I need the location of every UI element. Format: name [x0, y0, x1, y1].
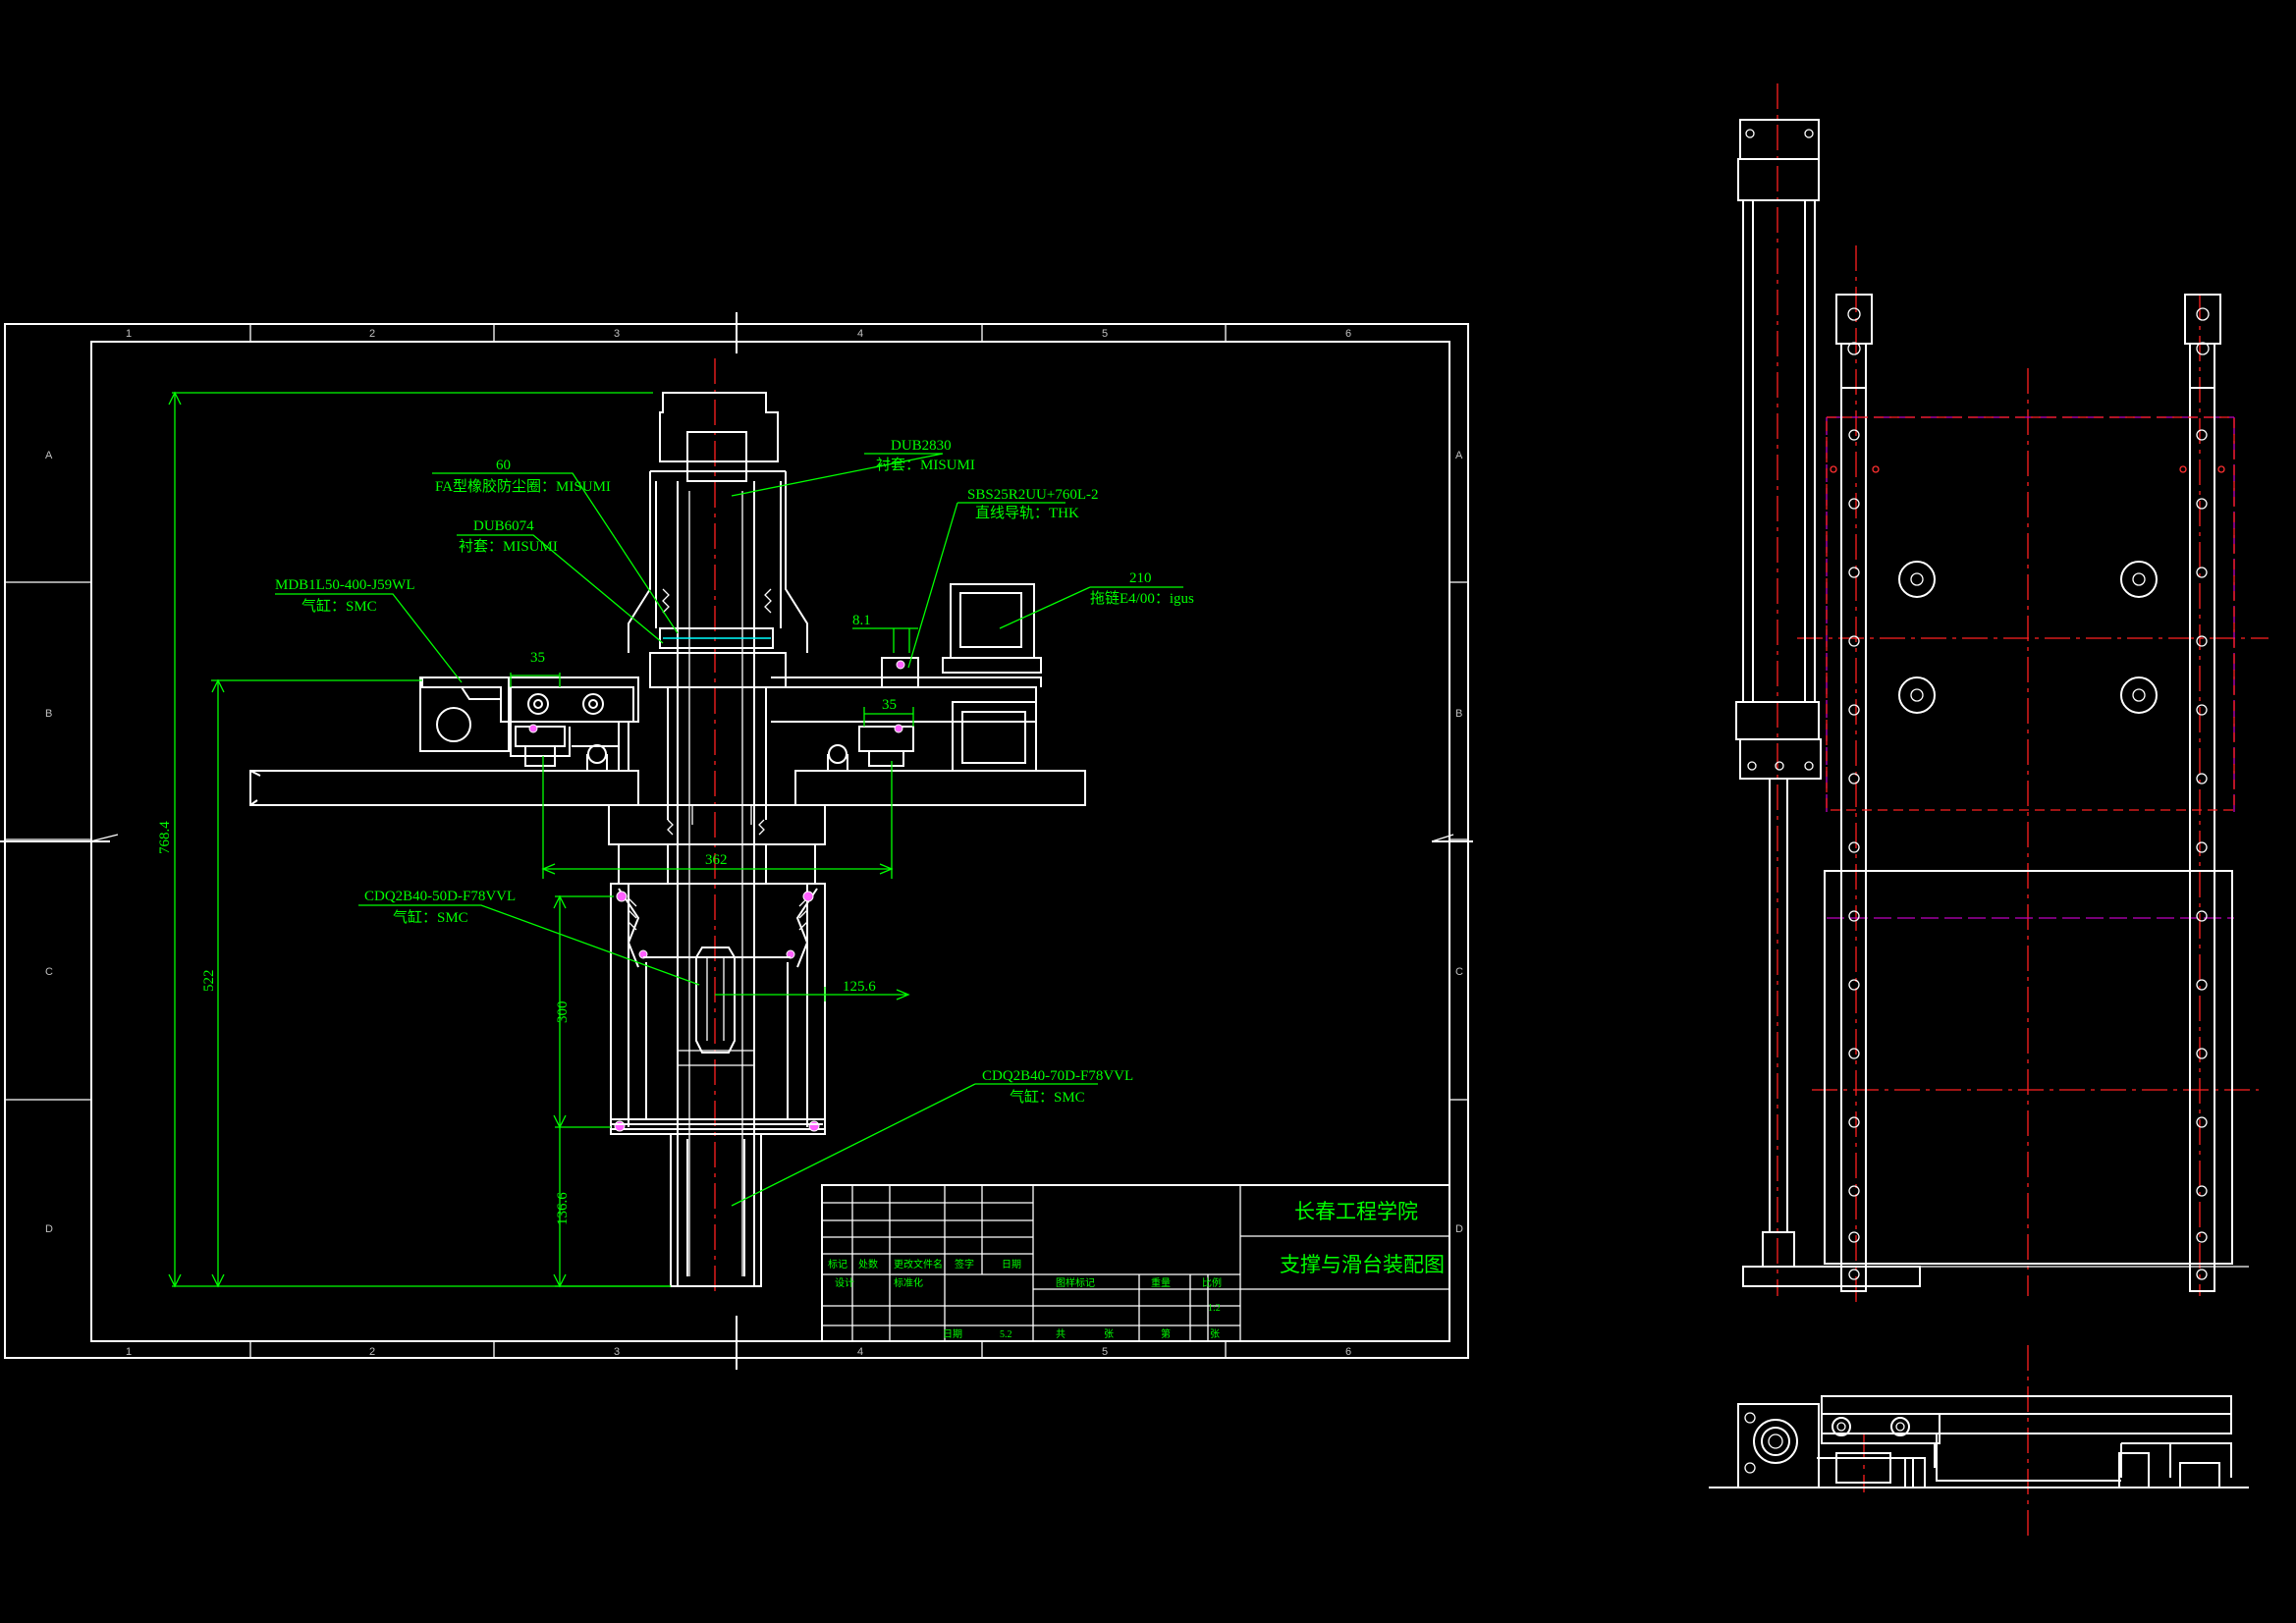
zone-col-4-bottom: 4	[857, 1346, 863, 1358]
zone-col-5-top: 5	[1102, 328, 1108, 340]
zone-col-1-bottom: 1	[126, 1346, 132, 1358]
dimension-lines: 768.4 522 35 35 8.1 362 125.6 300 136.6	[157, 391, 918, 1288]
zone-row-b-right: B	[1455, 708, 1462, 720]
drawing-title: 支撑与滑台装配图	[1280, 1253, 1445, 1276]
tb-sheet-unit: 张	[1210, 1328, 1220, 1340]
callout-dub2830-desc: 衬套：MISUMI	[876, 457, 975, 473]
zone-col-4-top: 4	[857, 328, 863, 340]
piston-coupling	[695, 947, 736, 1054]
callout-210-num: 210	[1129, 570, 1152, 586]
tb-signature: 签字	[955, 1258, 974, 1271]
cylinder-mdb-body	[419, 676, 510, 752]
dim-300: 300	[555, 1001, 571, 1024]
title-block: 长春工程学院 支撑与滑台装配图 标记 处数 更改文件名 签字 日期 设计 标准化…	[821, 1184, 1450, 1342]
tb-weight: 重量	[1151, 1276, 1171, 1289]
side-view	[1735, 83, 2269, 1306]
guide-holes-right	[2196, 429, 2208, 1280]
callout-dub6074-num: DUB6074	[473, 518, 534, 534]
callout-60-desc: FA型橡胶防尘圈：MISUMI	[435, 478, 611, 495]
dim-362: 362	[705, 852, 728, 868]
tb-standard: 标准化	[894, 1276, 923, 1289]
upper-housing	[628, 470, 808, 653]
school-name: 长春工程学院	[1294, 1200, 1418, 1223]
lower-cylinder-housing	[610, 883, 826, 1130]
dim-768: 768.4	[157, 821, 173, 854]
zone-col-3-bottom: 3	[614, 1346, 620, 1358]
zone-row-b-left: B	[45, 708, 52, 720]
lower-slide-plate	[1824, 870, 2233, 1265]
bottom-rod	[670, 1134, 762, 1287]
dim-125-6: 125.6	[843, 979, 876, 995]
tb-sheet-of: 张	[1104, 1328, 1114, 1340]
tb-approve: 日期	[943, 1328, 962, 1340]
tb-stage-mark: 图样标记	[1056, 1276, 1095, 1289]
callout-210-desc: 拖链E4/00：igus	[1090, 590, 1194, 607]
zone-col-3-top: 3	[614, 328, 620, 340]
zone-labels: 1 2 3 4 5 6 1 2 3 4 5 6 A B C D A B C D	[45, 328, 1463, 1358]
tb-scale-value: 1:2	[1208, 1303, 1221, 1314]
left-slide-plate	[249, 770, 639, 806]
bottom-view	[1709, 1345, 2249, 1537]
callout-cdq70-desc: 气缸：SMC	[1010, 1088, 1085, 1106]
callout-sbs25-num: SBS25R2UU+760L-2	[967, 487, 1098, 503]
guide-holes-left	[1848, 429, 1860, 1280]
tb-design: 设计	[835, 1276, 854, 1289]
callouts: 60 FA型橡胶防尘圈：MISUMI DUB2830 衬套：MISUMI DUB…	[275, 438, 1194, 1207]
callout-dub6074-desc: 衬套：MISUMI	[459, 538, 558, 555]
callout-sbs25-desc: 直线导轨：THK	[975, 505, 1079, 521]
drawing-frame	[0, 312, 1473, 1370]
tb-date: 日期	[1002, 1259, 1021, 1271]
tb-count: 处数	[858, 1258, 878, 1271]
tb-change-file: 更改文件名	[894, 1258, 943, 1271]
main-assembly-view	[249, 358, 1086, 1296]
tb-sheet-no: 第	[1161, 1327, 1171, 1340]
callout-mdb-num: MDB1L50-400-J59WL	[275, 577, 415, 593]
dim-8-1: 8.1	[852, 613, 871, 628]
callout-dub2830-num: DUB2830	[891, 438, 952, 454]
zone-row-a-left: A	[45, 450, 53, 461]
zone-row-a-right: A	[1455, 450, 1463, 461]
zone-row-d-right: D	[1455, 1223, 1463, 1235]
zone-col-6-top: 6	[1345, 328, 1351, 340]
callout-60-num: 60	[496, 458, 511, 473]
drag-chain-box-lower	[952, 701, 1037, 772]
tb-mark: 标记	[828, 1259, 847, 1271]
dim-136-6: 136.6	[555, 1192, 571, 1225]
right-guide-column	[2189, 388, 2215, 1292]
dim-522: 522	[201, 970, 217, 993]
right-slide-plate	[794, 770, 1086, 806]
tb-approve-value: 5.2	[1000, 1329, 1012, 1340]
dim-35: 35	[530, 650, 545, 666]
zone-col-1-top: 1	[126, 328, 132, 340]
inner-border	[90, 341, 1450, 1342]
dim-35-right: 35	[882, 697, 897, 713]
zone-col-6-bottom: 6	[1345, 1346, 1351, 1358]
zone-col-5-bottom: 5	[1102, 1346, 1108, 1358]
tb-scale-label: 比例	[1202, 1276, 1222, 1289]
top-cap	[659, 392, 779, 462]
zone-row-c-left: C	[45, 966, 53, 978]
cylinder-top-mount	[1739, 119, 1820, 160]
callout-cdq50-desc: 气缸：SMC	[393, 908, 468, 926]
callout-cdq70-num: CDQ2B40-70D-F78VVL	[982, 1068, 1133, 1084]
zone-row-d-left: D	[45, 1223, 53, 1235]
callout-mdb-desc: 气缸：SMC	[301, 597, 377, 615]
callout-cdq50-num: CDQ2B40-50D-F78VVL	[364, 889, 516, 904]
zone-row-c-right: C	[1455, 966, 1463, 978]
zone-col-2-top: 2	[369, 328, 375, 340]
zone-col-2-bottom: 2	[369, 1346, 375, 1358]
left-guide-column	[1840, 388, 1867, 1292]
tb-sheets: 共	[1056, 1328, 1066, 1340]
